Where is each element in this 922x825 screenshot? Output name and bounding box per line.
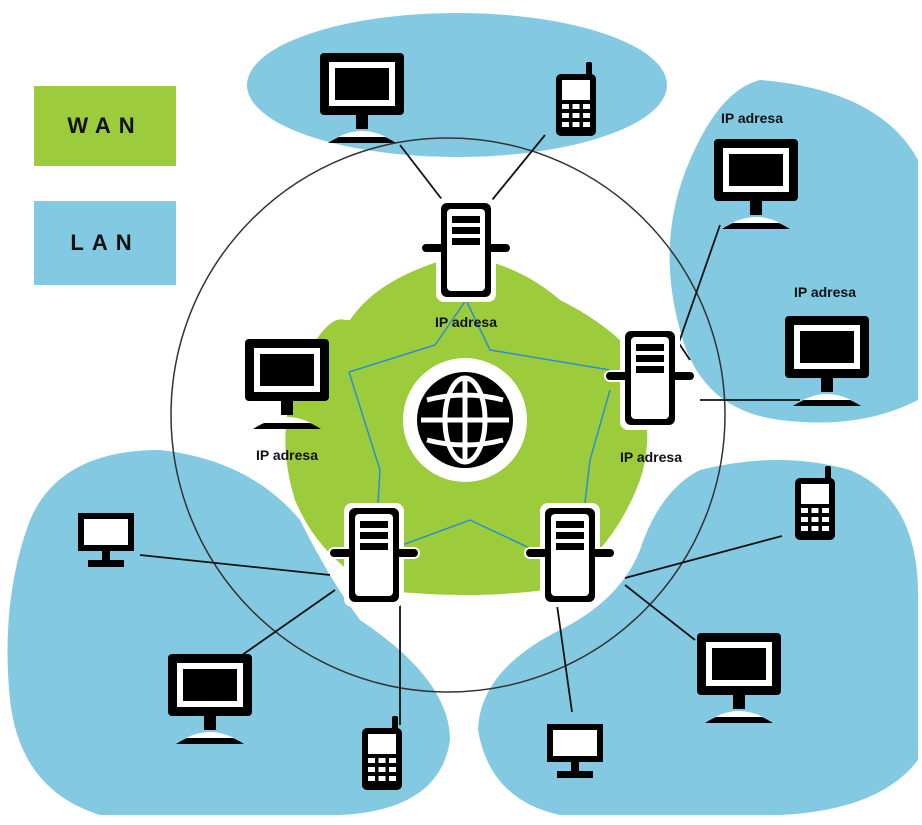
ip-label-top-server: IP adresa	[435, 314, 497, 330]
lan-zone-top	[247, 13, 667, 157]
ip-label-ne-pc1: IP adresa	[721, 110, 783, 126]
legend-lan-text-layer: LAN	[34, 201, 176, 285]
legend-lan-text: LAN	[70, 230, 140, 255]
ip-label-left-pc: IP adresa	[256, 447, 318, 463]
ip-label-right-server: IP adresa	[620, 449, 682, 465]
legend-wan-text: WAN	[67, 113, 143, 138]
legend-wan-swatch	[34, 86, 176, 166]
lan-links	[139, 134, 800, 725]
globe-icon	[403, 358, 527, 482]
legend-lan-swatch	[34, 201, 176, 285]
ip-label-ne-pc2: IP adresa	[794, 284, 856, 300]
network-ring	[170, 137, 726, 693]
legend-wan-text-layer: WAN	[34, 86, 176, 166]
